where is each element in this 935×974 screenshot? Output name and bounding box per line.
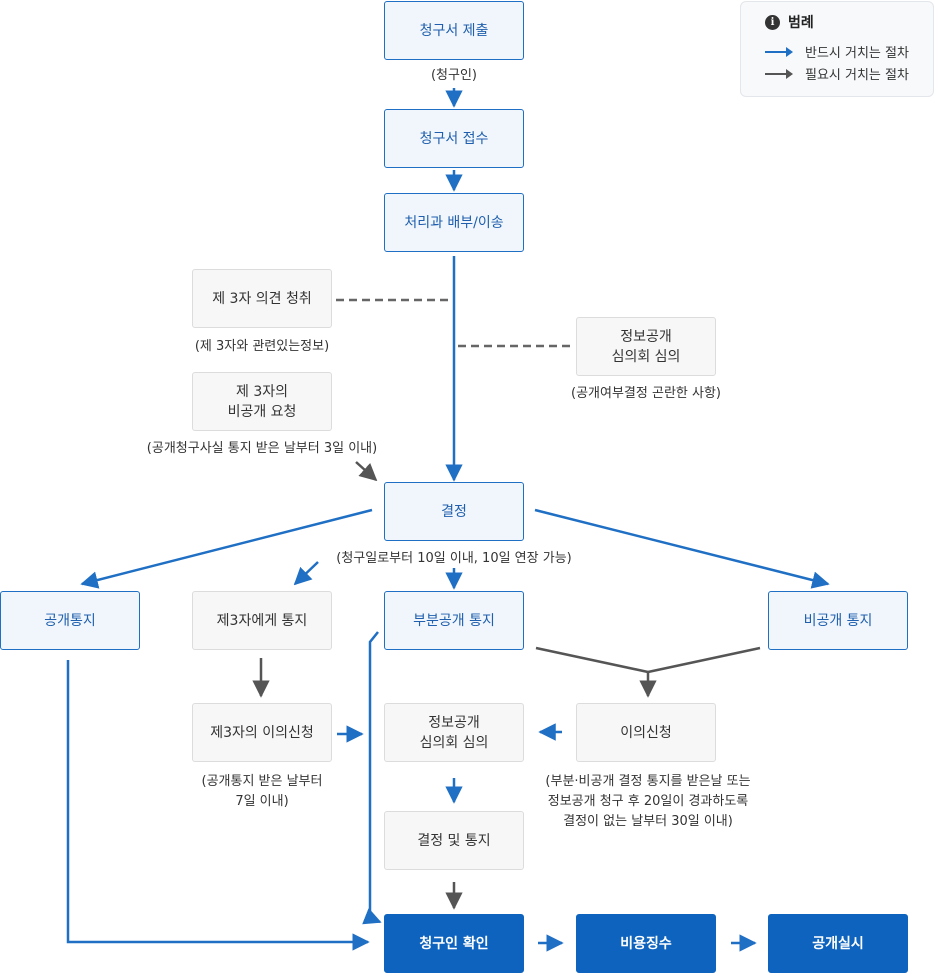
node-fee: 비용징수 [576, 914, 716, 973]
node-committee-mid: 정보공개 심의회 심의 [384, 703, 524, 762]
arrow-decision-to-disclose [80, 508, 373, 589]
legend-label-optional: 필요시 거치는 절차 [805, 68, 909, 83]
node-receive: 청구서 접수 [384, 109, 524, 168]
node-decision-notice: 결정 및 통지 [384, 811, 524, 870]
node-disclose-notice: 공개통지 [0, 591, 140, 650]
node-objection: 이의신청 [576, 703, 716, 762]
note-within-3days: (공개청구사실 통지 받은 날부터 3일 이내) [146, 441, 378, 456]
line-partial-merge [535, 646, 649, 674]
arrow-third-request-to-decision [355, 461, 378, 482]
legend-label-required: 반드시 거치는 절차 [805, 46, 909, 61]
info-icon: i [765, 14, 780, 30]
node-confirm: 청구인 확인 [384, 914, 524, 973]
note-hard-decide: (공개여부결정 곤란한 사항) [571, 386, 721, 401]
note-within-7days: (공개통지 받은 날부터 7일 이내) [201, 774, 323, 809]
node-nondisclose-notice: 비공개 통지 [768, 591, 908, 650]
note-within-10days: (청구일로부터 10일 이내, 10일 연장 가능) [336, 551, 572, 566]
node-partial-notice: 부분공개 통지 [384, 591, 524, 650]
note-third-related: (제 3자와 관련있는정보) [194, 339, 330, 354]
legend: i 범례 반드시 거치는 절차 필요시 거치는 절차 [740, 1, 934, 97]
blue-arrow-icon [765, 46, 793, 57]
line-nondisclose-merge [647, 646, 761, 674]
arrow-partial-to-confirm [362, 631, 382, 925]
legend-item-required: 반드시 거치는 절차 [765, 42, 909, 61]
arrow-disclose-to-confirm [66, 660, 370, 951]
node-third-nondisclose: 제 3자의 비공개 요청 [192, 372, 332, 431]
node-third-objection: 제3자의 이의신청 [192, 703, 332, 762]
node-execute: 공개실시 [768, 914, 908, 973]
node-third-notice: 제3자에게 통지 [192, 591, 332, 650]
legend-item-optional: 필요시 거치는 절차 [765, 64, 909, 83]
node-committee-top: 정보공개 심의회 심의 [576, 317, 716, 376]
node-third-opinion: 제 3자 의견 청취 [192, 269, 332, 328]
note-requester: (청구인) [430, 68, 478, 83]
node-decision: 결정 [384, 482, 524, 541]
node-assign: 처리과 배부/이송 [384, 193, 524, 252]
legend-title: i 범례 [765, 12, 814, 32]
note-objection-period: (부분·비공개 결정 통지를 받은날 또는 정보공개 청구 후 20일이 경과하… [545, 774, 751, 829]
arrow-decision-to-nondisclose [534, 508, 830, 589]
gray-arrow-icon [765, 68, 793, 79]
legend-title-text: 범례 [788, 15, 814, 31]
node-submit: 청구서 제출 [384, 1, 524, 60]
arrow-decision-to-third-notice [293, 561, 319, 586]
